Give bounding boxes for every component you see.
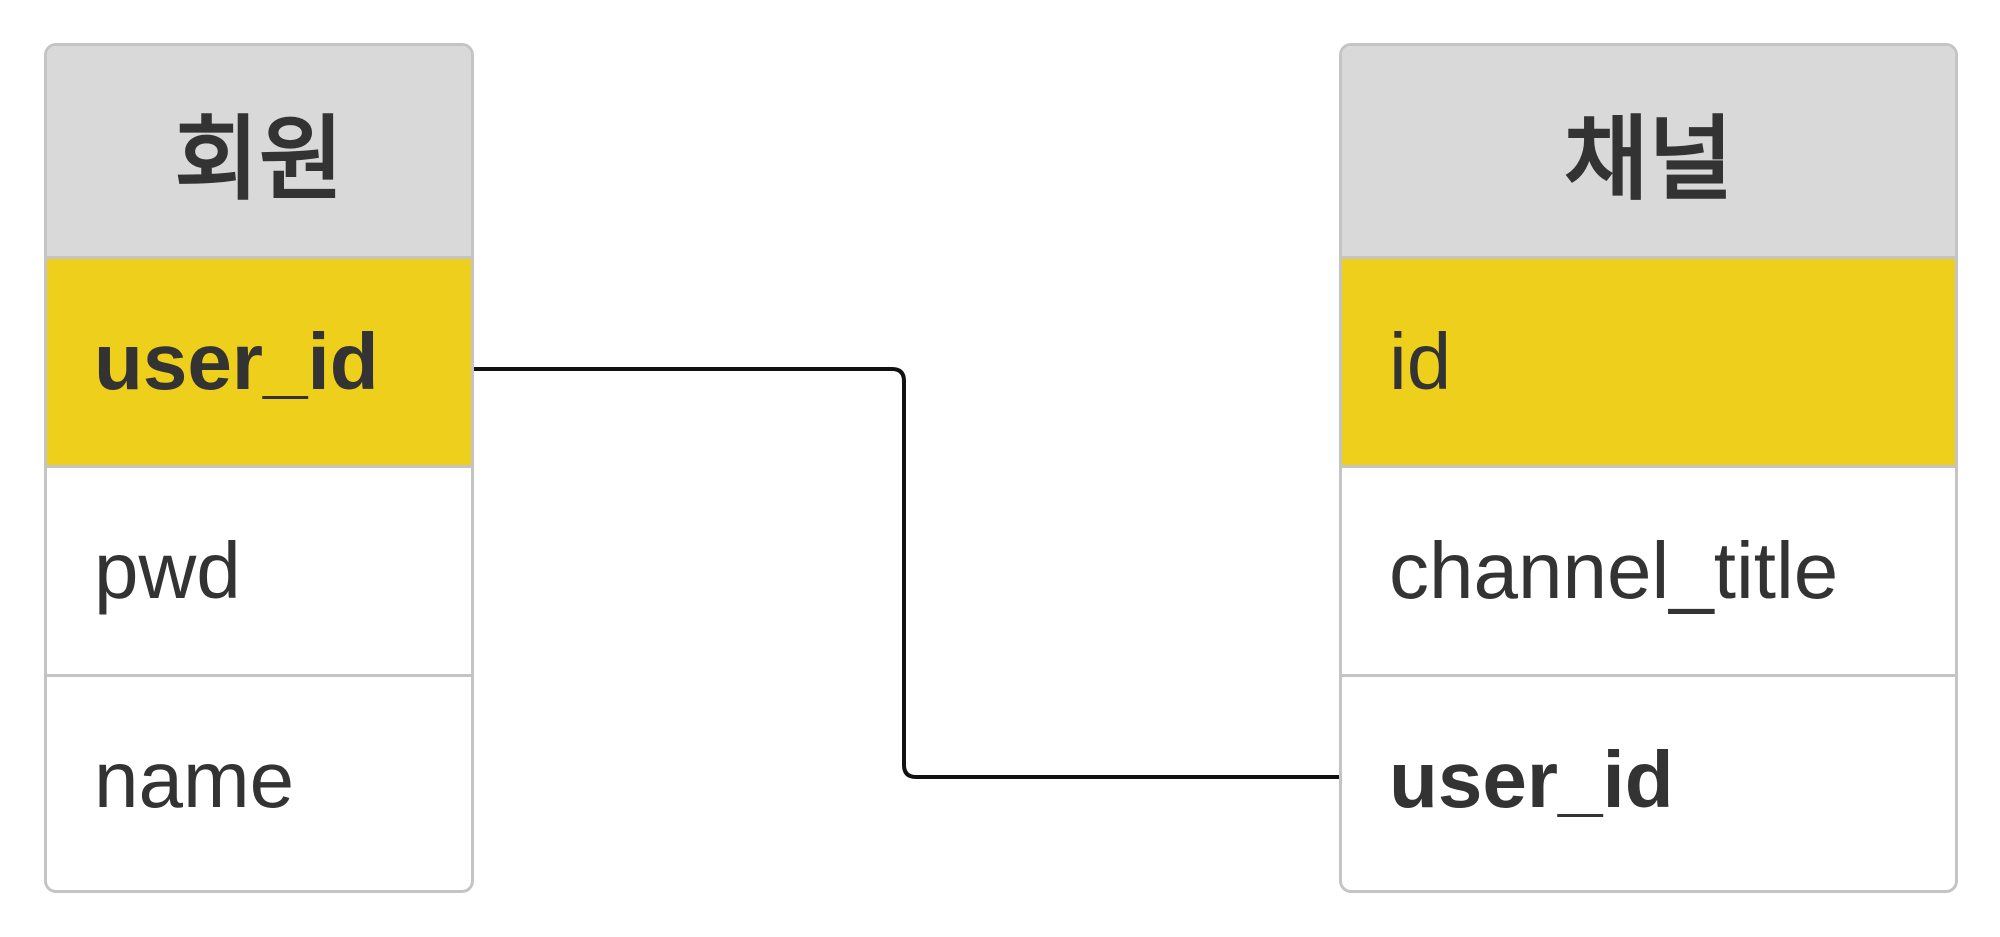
channel-row-id[interactable]: id <box>1342 256 1955 465</box>
relation-line <box>474 367 1339 779</box>
channel-row-user-id[interactable]: user_id <box>1342 674 1955 883</box>
member-row-user-id[interactable]: user_id <box>47 256 471 465</box>
member-row-pwd[interactable]: pwd <box>47 465 471 674</box>
channel-table[interactable]: 채널 id channel_title user_id <box>1339 43 1958 893</box>
member-table[interactable]: 회원 user_id pwd name <box>44 43 474 893</box>
channel-row-channel-title[interactable]: channel_title <box>1342 465 1955 674</box>
member-table-header: 회원 <box>47 46 471 256</box>
channel-table-header: 채널 <box>1342 46 1955 256</box>
member-row-name[interactable]: name <box>47 674 471 883</box>
